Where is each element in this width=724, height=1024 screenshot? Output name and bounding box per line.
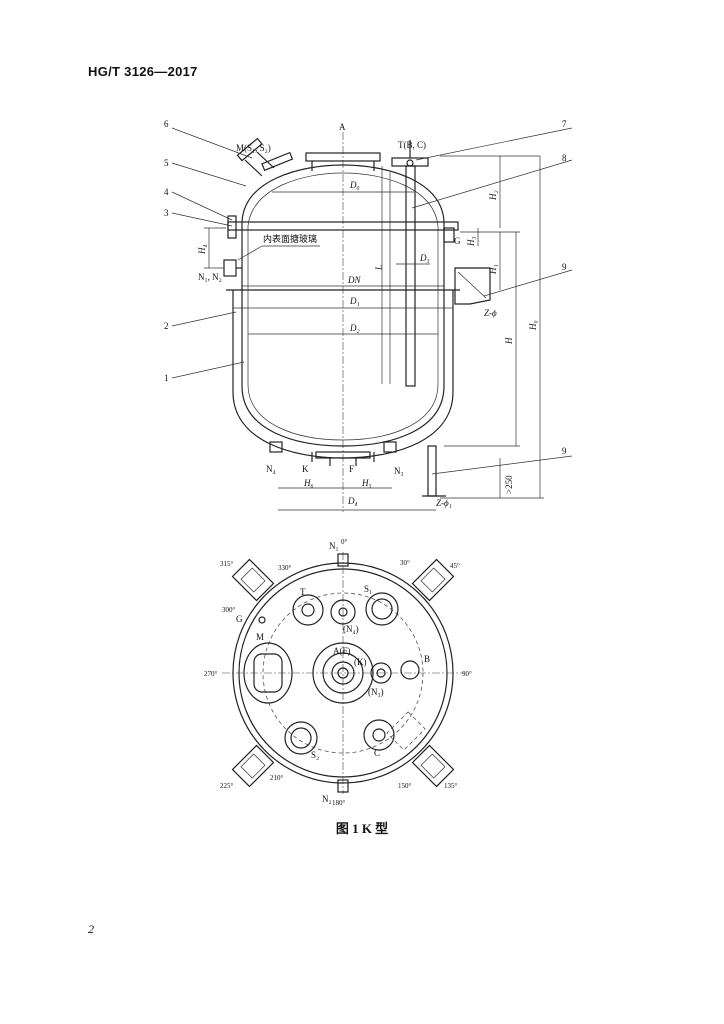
dim-h0: H₀ xyxy=(528,320,538,331)
dim-h3-right: H₃ xyxy=(466,236,476,247)
plan-label-t: T xyxy=(300,587,306,597)
dim-h6: H₆ xyxy=(303,478,314,488)
part-no-2: 2 xyxy=(164,321,169,331)
dim-h1: H₁ xyxy=(488,264,498,275)
plan-angle-180: 180° xyxy=(332,799,346,807)
plan-label-b: B xyxy=(424,654,430,664)
plan-angle-270: 270° xyxy=(204,670,218,678)
dim-dn: DN xyxy=(347,275,361,285)
label-n3: N₃ xyxy=(394,466,404,476)
plan-angle-315: 315° xyxy=(220,560,234,568)
leg-135 xyxy=(411,744,455,788)
plan-angle-210: 210° xyxy=(270,774,284,782)
part-no-6: 6 xyxy=(164,119,169,129)
dim-gt250: >250 xyxy=(504,475,514,494)
vessel-plan-view: N₁ 0° 30° 45° 90° 135° 150° 180° 210° 22… xyxy=(204,538,472,807)
dim-d2: D₂ xyxy=(349,323,360,333)
plan-angle-300: 300° xyxy=(222,606,236,614)
part-no-3: 3 xyxy=(164,208,169,218)
label-n4: N₄ xyxy=(266,464,276,474)
dim-d0: D₀ xyxy=(349,180,360,190)
label-n1-n2: N₁, N₂ xyxy=(198,272,222,282)
plan-label-a-f: A(F) xyxy=(333,646,351,656)
dim-z-phi1: Z-ϕ₁ xyxy=(436,498,452,508)
plan-label-c: C xyxy=(374,748,380,758)
plan-label-n4: (N₄) xyxy=(343,624,359,634)
annotation-inner-glass-lining: 内表面搪玻璃 xyxy=(263,233,317,244)
view-label-a: A xyxy=(339,122,346,132)
part-no-8: 8 xyxy=(562,153,567,163)
vessel-elevation-view: A xyxy=(164,119,573,512)
part-leaders xyxy=(171,127,573,475)
part-no-9: 9 xyxy=(562,262,567,272)
leg-45 xyxy=(411,558,455,602)
plan-angle-0: 0° xyxy=(341,538,348,546)
plan-angle-45: 45° xyxy=(450,562,460,570)
dim-h: H xyxy=(504,337,514,345)
plan-angle-225: 225° xyxy=(220,782,234,790)
plan-label-k: (K) xyxy=(354,657,367,667)
label-f: F xyxy=(349,464,354,474)
part-no-4: 4 xyxy=(164,187,169,197)
plan-label-s1: S₁ xyxy=(364,584,372,594)
dim-h5: H₅ xyxy=(361,478,372,488)
plan-angle-30: 30° xyxy=(400,559,410,567)
standard-number: HG/T 3126—2017 xyxy=(88,64,198,79)
plan-label-n2: N₂ xyxy=(322,794,332,804)
page-number: 2 xyxy=(88,922,94,936)
label-t-b-c: T(B, C) xyxy=(398,140,426,150)
dim-l: L xyxy=(374,265,384,271)
dim-h4: H₄ xyxy=(197,244,207,255)
plan-angle-90: 90° xyxy=(462,670,472,678)
leg-225 xyxy=(231,744,275,788)
label-k: K xyxy=(302,464,309,474)
plan-label-m: M xyxy=(256,632,264,642)
plan-label-g: G xyxy=(236,614,243,624)
plan-angle-135: 135° xyxy=(444,782,458,790)
nozzle-t xyxy=(381,140,429,387)
dim-h2: H₂ xyxy=(488,190,498,201)
plan-angle-330: 330° xyxy=(278,564,292,572)
dim-z-phi: Z-ϕ xyxy=(484,308,497,318)
part-no-5: 5 xyxy=(164,158,169,168)
plan-label-n3: (N₃) xyxy=(368,687,384,697)
plan-label-n1: N₁ xyxy=(329,541,339,551)
dim-d4: D₄ xyxy=(347,496,358,506)
label-g: G xyxy=(454,236,461,246)
dim-d1: D₁ xyxy=(349,296,360,306)
plan-angle-150: 150° xyxy=(398,782,412,790)
leg-315 xyxy=(231,558,275,602)
part-no-7: 7 xyxy=(562,119,567,129)
part-no-9b: 9 xyxy=(562,446,567,456)
plan-label-s2: S₂ xyxy=(311,750,319,760)
label-m-s1-s2: M(S₁, S₂) xyxy=(236,143,271,153)
dim-d3: D₃ xyxy=(419,253,430,263)
nozzle-m xyxy=(236,137,294,177)
figure-caption: 图 1 K 型 xyxy=(335,821,389,836)
part-no-1: 1 xyxy=(164,373,169,383)
